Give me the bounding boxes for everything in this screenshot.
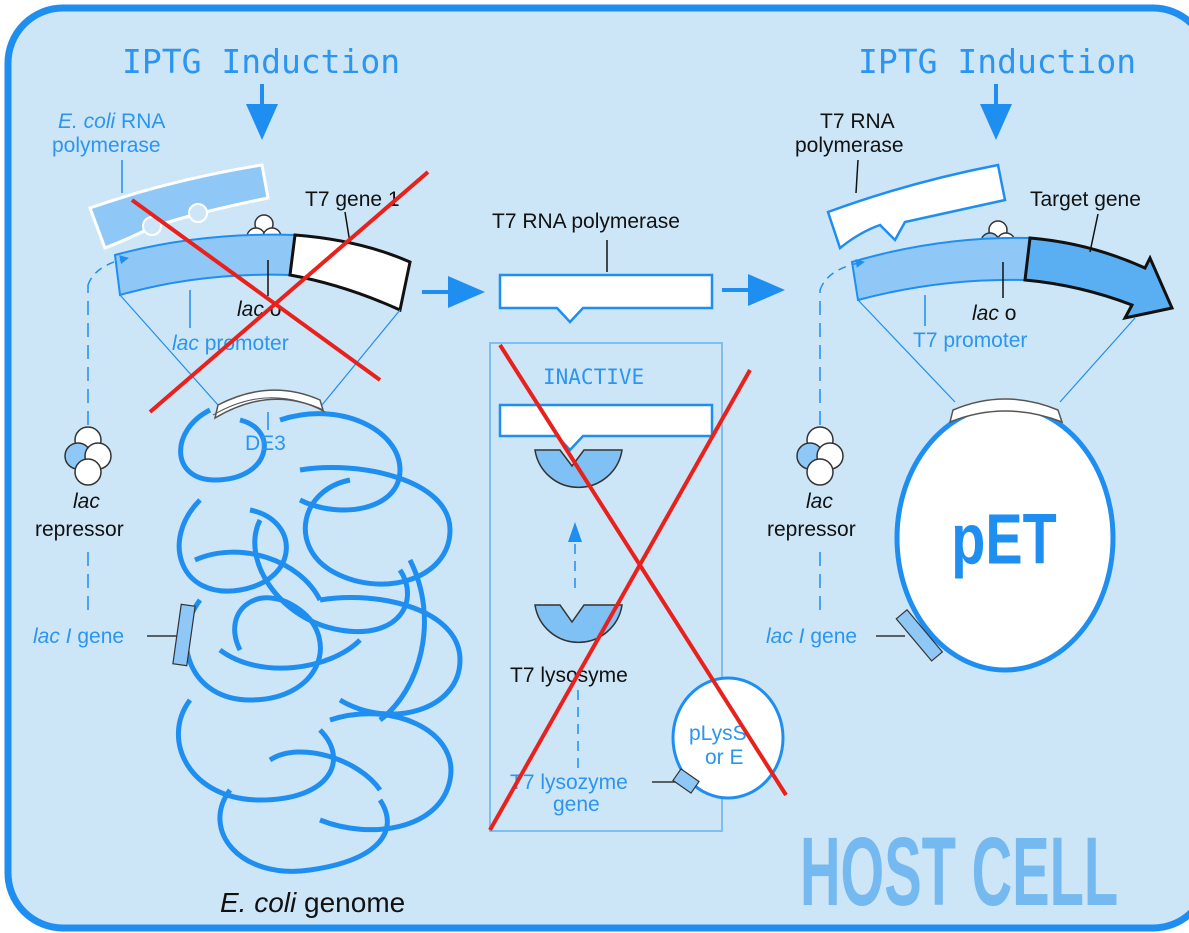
- left-lac-repressor-label-line1: lac: [73, 490, 100, 513]
- left-ecoli-rnap-label-line2: polymerase: [52, 134, 161, 157]
- de3-label: DE3: [245, 432, 286, 455]
- inactive-label: INACTIVE: [543, 365, 644, 389]
- right-t7-rna-polymerase-shape: [826, 163, 1007, 251]
- plasmid-label-line2: or E: [705, 746, 744, 769]
- de3-segment: [213, 389, 325, 420]
- t7-promoter-label: T7 promoter: [913, 329, 1027, 352]
- target-gene-arrow: [1023, 236, 1175, 321]
- right-lac-o-label: lac o: [972, 302, 1016, 325]
- inactive-t7-rnap-shape: [498, 403, 714, 452]
- right-lac-repressor-shape: [796, 426, 844, 486]
- arrow-left-to-middle: [422, 276, 485, 308]
- ecoli-rna-polymerase-shape: [88, 163, 270, 250]
- plasmid-label-line1: pLysS: [689, 722, 747, 745]
- right-induction-label: IPTG Induction: [858, 42, 1136, 81]
- middle-red-cross: [488, 343, 788, 831]
- left-laci-gene-label: lac I gene: [33, 625, 124, 648]
- ecoli-genome-label: E. coli genome: [220, 887, 405, 918]
- left-laci-gene-segment: [172, 603, 196, 667]
- right-t7-rnap-label-line1: T7 RNA: [820, 110, 895, 133]
- ecoli-genome-dna-loops: [176, 407, 463, 874]
- left-ecoli-rnap-label-line1: E. coli RNA: [58, 110, 165, 133]
- middle-t7-rnap-shape: [498, 273, 714, 324]
- right-lac-repressor-label-line1: lac: [806, 490, 833, 513]
- left-lac-repressor-label-line2: repressor: [35, 518, 124, 541]
- right-lac-repressor-label-line2: repressor: [767, 518, 856, 541]
- pet-insert-segment: [948, 398, 1064, 424]
- host-cell-label: HOST CELL: [800, 817, 1118, 926]
- t7-lysozyme-gene-label-line1: T7 lysozyme: [510, 771, 628, 794]
- left-t7-gene1-label: T7 gene 1: [305, 188, 400, 211]
- t7-lysozyme-label: T7 lysosyme: [510, 664, 628, 687]
- inactive-box: [489, 342, 723, 832]
- left-lac-repressor-shape: [64, 426, 112, 486]
- arrow-middle-to-right: [722, 274, 785, 306]
- left-induction-label: IPTG Induction: [122, 42, 400, 81]
- right-induction-arrow: [980, 84, 1012, 140]
- right-laci-gene-label: lac I gene: [766, 625, 857, 648]
- left-red-cross: [130, 170, 430, 414]
- pet-label: pET: [951, 499, 1056, 579]
- plyss-plasmid-circle: [671, 676, 785, 800]
- target-gene-label: Target gene: [1030, 188, 1141, 211]
- t7-lysozyme-gene-label-line2: gene: [553, 793, 600, 816]
- right-t7-rnap-label-line2: polymerase: [795, 134, 904, 157]
- middle-t7-rnap-label: T7 RNA polymerase: [492, 210, 680, 233]
- left-induction-arrow: [246, 84, 278, 140]
- right-laci-gene-segment: [895, 608, 944, 662]
